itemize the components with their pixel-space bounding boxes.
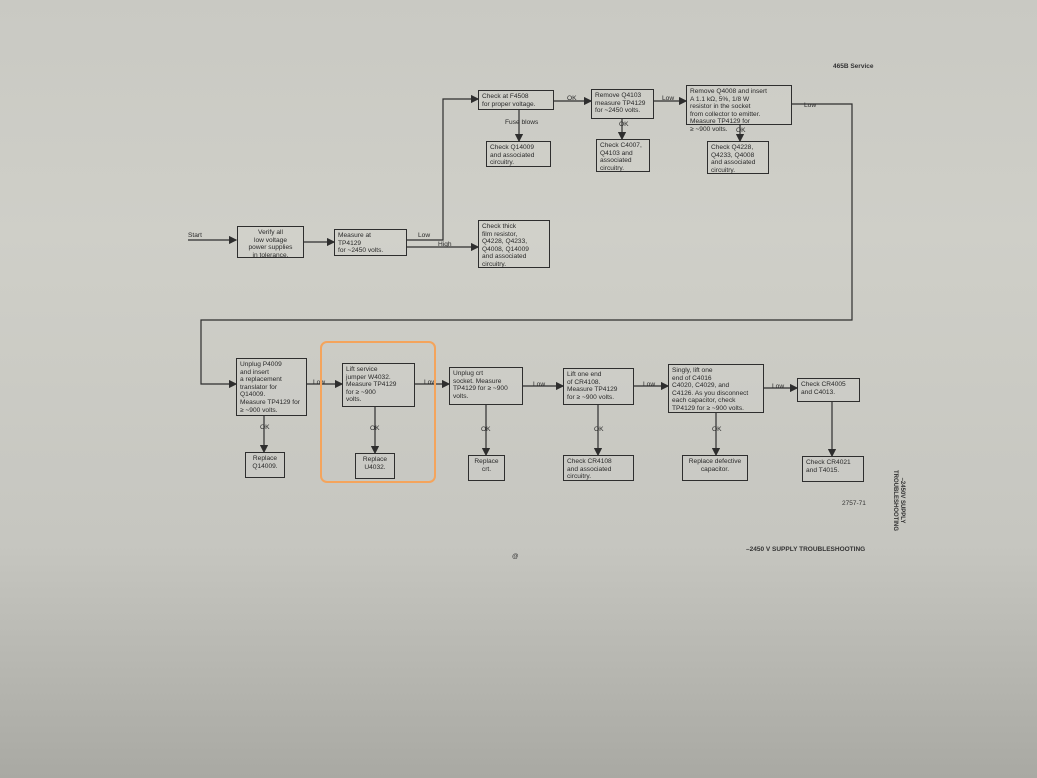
edge-label-ok-5: OK — [370, 425, 380, 432]
box-unplug-crt: Unplug crt socket. Measure TP4129 for ≥ … — [449, 367, 523, 405]
edge-label-low-1: Low — [418, 232, 431, 239]
arrow-low-up — [407, 94, 480, 241]
box-lift-cr4108: Lift one end of CR4108. Measure TP4129 f… — [563, 368, 634, 405]
box-replace-crt: Replace crt. — [468, 455, 505, 481]
edge-label-ok-1: OK — [567, 95, 577, 102]
edge-label-low-6: Low — [533, 381, 546, 388]
edge-label-fuse-blows: Fuse blows — [505, 119, 539, 126]
box-unplug-p4009: Unplug P4009 and insert a replacement tr… — [236, 358, 307, 416]
arrow-loop-back — [200, 103, 853, 389]
side-tab: –2450V SUPPLY TROUBLESHOOTING — [892, 470, 905, 531]
footer-mark: @ — [512, 553, 519, 560]
edge-label-ok-4: OK — [260, 424, 270, 431]
edge-label-low-3: Low — [804, 102, 817, 109]
edge-label-ok-3: OK — [736, 127, 746, 134]
box-check-cr4005: Check CR4005 and C4013. — [797, 378, 860, 402]
box-check-q4228: Check Q4228, Q4233, Q4008 and associated… — [707, 141, 769, 174]
edge-label-ok-8: OK — [712, 426, 722, 433]
box-check-cr4021: Check CR4021 and T4015. — [802, 456, 864, 482]
box-check-f4508: Check at F4508 for proper voltage. — [478, 90, 554, 110]
highlight-selection — [320, 341, 436, 483]
box-verify-voltages: Verify all low voltage power supplies in… — [237, 226, 304, 259]
box-check-c4007: Check C4007, Q4103 and associated circui… — [596, 139, 650, 172]
box-check-cr4108: Check CR4108 and associated circuitry. — [563, 455, 634, 481]
edge-label-high: High — [438, 241, 452, 248]
box-check-q14009: Check Q14009 and associated circuitry. — [486, 141, 551, 167]
start-label: Start — [188, 232, 202, 239]
box-singly-lift-capacitors: Singly, lift one end of C4016 C4020, C40… — [668, 364, 764, 413]
box-measure-tp4129: Measure at TP4129 for ~2450 volts. — [334, 229, 407, 256]
service-header: 465B Service — [833, 63, 874, 70]
edge-label-ok-6: OK — [481, 426, 491, 433]
page-title: –2450 V SUPPLY TROUBLESHOOTING — [746, 546, 866, 553]
edge-label-low-2: Low — [662, 95, 675, 102]
edge-label-low-8: Low — [772, 383, 785, 390]
edge-label-ok-2: OK — [619, 121, 629, 128]
edge-label-low-4: Low — [313, 379, 326, 386]
box-lift-jumper-w4032: Lift service jumper W4032. Measure TP412… — [342, 363, 415, 407]
figure-number: 2757-71 — [842, 500, 866, 507]
edge-label-ok-7: OK — [594, 426, 604, 433]
edge-label-low-5: Low — [424, 379, 437, 386]
box-remove-q4103: Remove Q4103 measure TP4129 for ~2450 vo… — [591, 89, 654, 119]
box-remove-q4008: Remove Q4008 and insert A 1.1 kΩ, 5%, 1/… — [686, 85, 792, 133]
box-check-thick-film: Check thick film resistor, Q4228, Q4233,… — [478, 220, 550, 268]
box-replace-q14009: Replace Q14009. — [245, 452, 285, 478]
box-replace-u4032: Replace U4032. — [355, 453, 395, 479]
edge-label-low-7: Low — [643, 381, 656, 388]
box-replace-capacitor: Replace defective capacitor. — [682, 455, 748, 481]
